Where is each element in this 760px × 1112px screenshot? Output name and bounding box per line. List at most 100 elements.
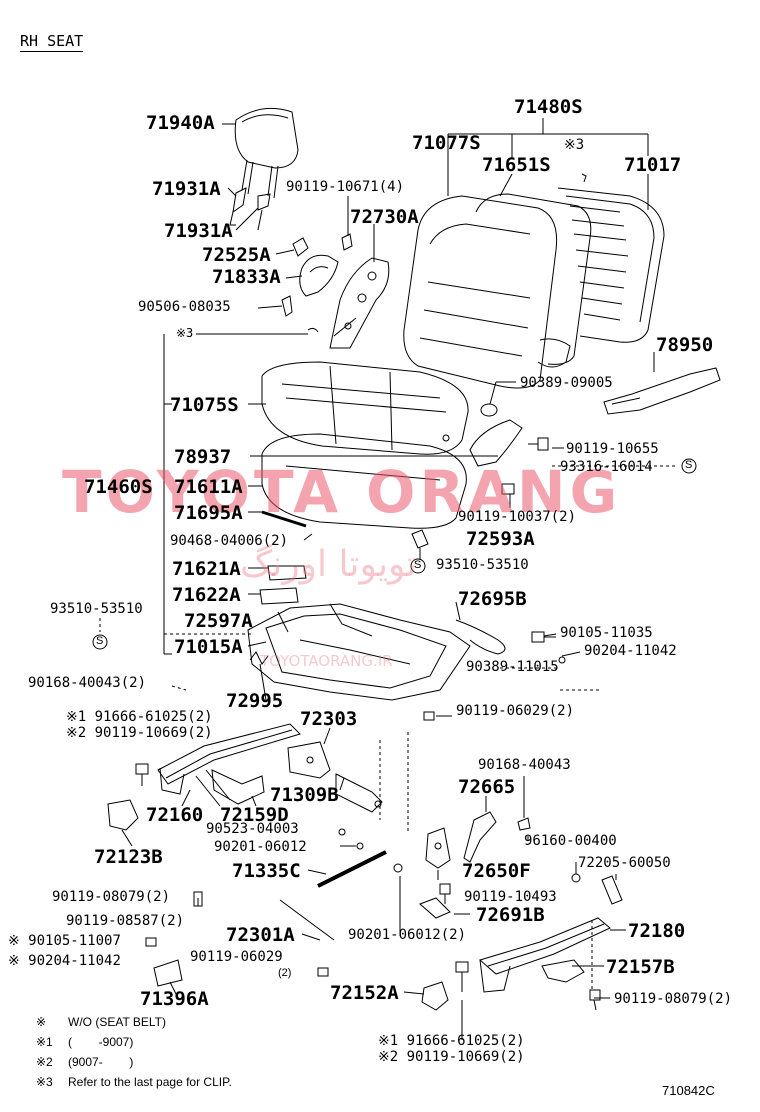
- part-label: ※ 90105-11007: [8, 933, 121, 949]
- adjuster-left-drawing: [157, 723, 301, 807]
- part-label: 72525A: [202, 244, 271, 266]
- part-label: 72152A: [330, 982, 399, 1004]
- watermark-main: TOYOTA ORANG: [62, 458, 622, 526]
- watermark-arabic: تویوتا اورنگ: [240, 544, 417, 585]
- note-mark: ※: [36, 1015, 47, 1029]
- part-label: 96160-00400: [524, 833, 617, 849]
- bolt-11007-drawing: [145, 937, 157, 947]
- bolt-10493-drawing: [439, 883, 451, 904]
- part-label: 72123B: [94, 846, 163, 868]
- belt-cover-drawing: [469, 419, 523, 467]
- note-mark: ※3: [36, 1075, 53, 1089]
- part-label: (2): [278, 967, 292, 979]
- part-72152a-drawing: [421, 981, 449, 1011]
- part-label: 90201-06012(2): [348, 927, 467, 943]
- bracket-72303-drawing: [287, 741, 331, 779]
- part-label: 90119-10671(4): [286, 179, 405, 195]
- headrest-drawing: [234, 107, 299, 199]
- part-label: 93510-53510: [50, 601, 143, 617]
- part-label: 71931A: [152, 178, 221, 200]
- part-label: 78937: [174, 446, 232, 468]
- part-label: 71622A: [172, 584, 241, 606]
- part-71396a-drawing: [153, 959, 183, 987]
- nut-96160-drawing: [571, 873, 581, 883]
- cable-71335c-drawing: [317, 850, 387, 888]
- part-label: ※1 91666-61025(2): [378, 1033, 525, 1049]
- clip-drawing: [411, 529, 429, 549]
- part-label: 71015A: [174, 636, 243, 658]
- part-label: 78950: [656, 334, 714, 356]
- cover-72123b-drawing: [107, 799, 139, 831]
- washer-3-drawing: [393, 863, 403, 873]
- part-label: 72691B: [476, 904, 545, 926]
- part-label: 71077S: [412, 132, 481, 154]
- part-label: 90389-11015: [466, 659, 559, 675]
- adjuster-right-drawing: [478, 917, 611, 993]
- part-label: 90168-40043: [478, 757, 571, 773]
- part-label: 72593A: [466, 528, 535, 550]
- part-label: ※ 90204-11042: [8, 953, 121, 969]
- part-label: 72597A: [184, 610, 253, 632]
- part-label: 72650F: [462, 860, 531, 882]
- part-label: 90201-06012: [214, 839, 307, 855]
- leader-lines: [99, 118, 678, 1040]
- note-text: Refer to the last page for CLIP.: [68, 1075, 232, 1089]
- recliner-plate-drawing: [281, 257, 390, 349]
- cable-drawing: [455, 619, 506, 655]
- note-mark: ※1: [36, 1035, 53, 1049]
- part-72691b-drawing: [419, 897, 451, 919]
- part-label: 72995: [226, 690, 284, 712]
- s-marker-label: S: [685, 459, 693, 471]
- part-label: 72695B: [458, 588, 527, 610]
- pad-71621a-drawing: [267, 565, 307, 581]
- bolt-06029-drawing: [317, 967, 329, 977]
- seat-frame-drawing: [247, 603, 471, 701]
- part-label: 90389-09005: [520, 375, 613, 391]
- s-marker-label: S: [96, 635, 104, 647]
- part-label: 71931A: [164, 220, 233, 242]
- part-label: 72160: [146, 804, 204, 826]
- bracket-72650f-drawing: [425, 827, 451, 869]
- cushion-pad-drawing: [261, 433, 467, 529]
- part-label: 71480S: [514, 96, 583, 118]
- washer-2-drawing: [356, 842, 364, 850]
- part-label: 90119-10037(2): [458, 509, 577, 525]
- cushion-cover-drawing: [261, 361, 469, 455]
- bolt-drawing: [501, 437, 549, 495]
- part-label: 72301A: [226, 924, 295, 946]
- part-label: ※2 90119-10669(2): [66, 725, 213, 741]
- bracket-drawing: [292, 233, 353, 297]
- part-label: 90119-08079(2): [52, 889, 171, 905]
- part-label: 72730A: [350, 206, 419, 228]
- s-marker-label: S: [414, 559, 422, 571]
- part-label: ※3: [176, 326, 194, 340]
- grommet-drawing: [480, 403, 498, 417]
- part-label: 90506-08035: [138, 299, 231, 315]
- part-label: 71833A: [212, 266, 281, 288]
- part-label: 72205-60050: [578, 855, 671, 871]
- bolt-left-drawing: [135, 763, 149, 786]
- part-label: 90119-08587(2): [66, 913, 185, 929]
- part-label: 71621A: [172, 558, 241, 580]
- bolt-center-drawing: [455, 961, 469, 992]
- note-text: (9007- ): [68, 1055, 134, 1069]
- part-label: 90105-11035: [560, 625, 653, 641]
- part-label: 71396A: [140, 988, 209, 1010]
- drawing-number: 710842C: [662, 1083, 715, 1098]
- seatback-frame-drawing: [557, 173, 665, 343]
- link-drawing: [335, 773, 383, 813]
- part-label: 71651S: [482, 154, 551, 176]
- part-label: 90204-11042: [584, 643, 677, 659]
- pad-71622a-drawing: [259, 587, 299, 605]
- lever-72665-drawing: [463, 811, 531, 863]
- part-label: 71017: [624, 154, 682, 176]
- part-label: 71940A: [146, 112, 215, 134]
- watermark-url: TOYOTAORANG.IR: [260, 652, 393, 670]
- bolt-08587-drawing: [193, 891, 203, 907]
- part-label: 71075S: [170, 394, 239, 416]
- part-label: 90523-04003: [206, 821, 299, 837]
- note-mark: ※2: [36, 1055, 53, 1069]
- seatback-cover-drawing: [403, 195, 558, 389]
